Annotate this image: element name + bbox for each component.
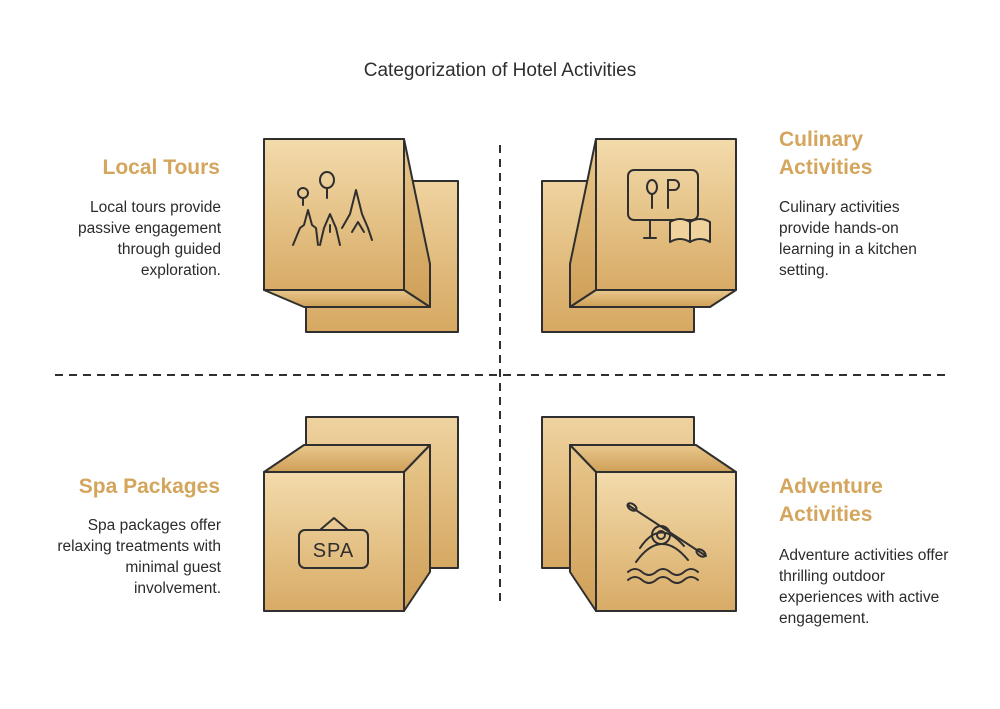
- culinary-heading: Culinary Activities: [779, 128, 873, 179]
- local-tours-box: [263, 138, 459, 333]
- spa-description: Spa packages offer relaxing treatments w…: [57, 517, 221, 597]
- local-tours-description: Local tours provide passive engagement t…: [77, 199, 221, 279]
- kayak-icon: [626, 502, 707, 584]
- spa-sign-text: SPA: [313, 540, 355, 562]
- adventure-heading: Adventure Activities: [779, 475, 883, 526]
- spa-box: [263, 416, 459, 612]
- spa-sign-icon: SPA: [298, 517, 369, 569]
- tour-landmarks-icon: [292, 171, 373, 246]
- diagram-title: Categorization of Hotel Activities: [363, 60, 637, 81]
- local-tours-heading: Local Tours: [102, 156, 220, 179]
- spa-heading: Spa Packages: [78, 475, 220, 498]
- adventure-box: [541, 416, 737, 612]
- cooking-class-icon: [627, 169, 711, 243]
- adventure-description: Adventure activities offer thrilling out…: [779, 547, 949, 627]
- culinary-description: Culinary activities provide hands-on lea…: [779, 199, 917, 279]
- culinary-box: [541, 138, 737, 333]
